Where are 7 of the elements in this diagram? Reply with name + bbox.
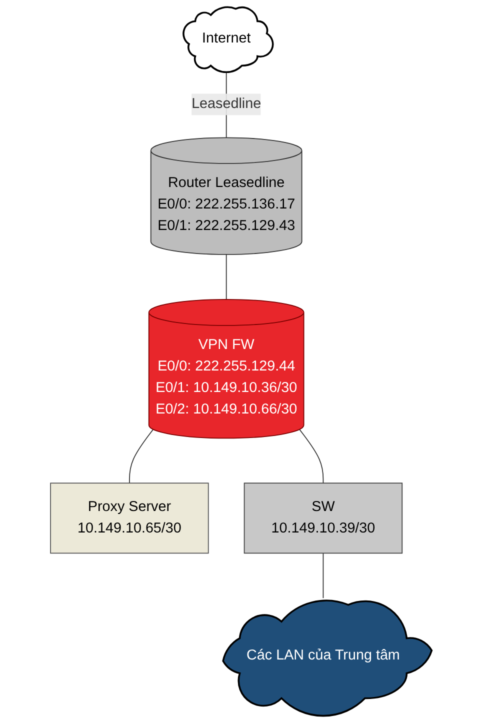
connector (226, 254, 228, 300)
node-box: Proxy Server 10.149.10.65/30 (50, 482, 210, 554)
connector (299, 429, 324, 484)
edge-label: Leasedline (192, 96, 262, 112)
connector (129, 429, 154, 484)
connector (323, 552, 324, 599)
node-box: SW 10.149.10.39/30 (244, 482, 403, 554)
